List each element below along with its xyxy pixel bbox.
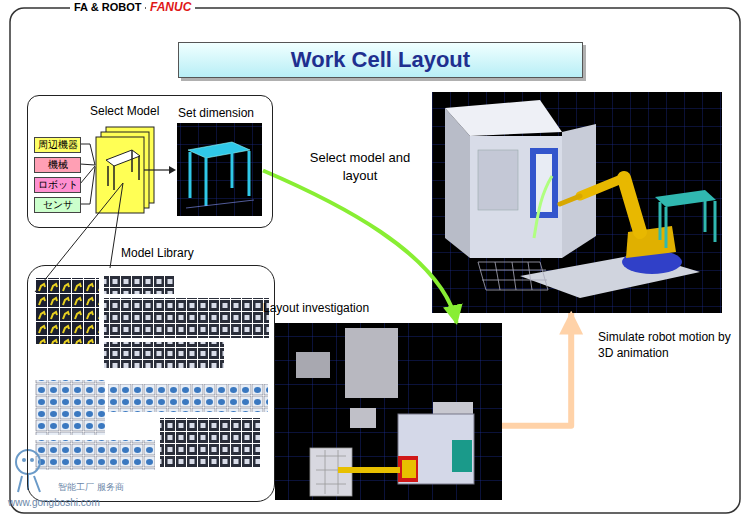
category-box: 周辺機器 [34, 137, 81, 153]
library-thumbnails [35, 278, 99, 344]
category-label: 機械 [35, 158, 80, 172]
watermark-logo [30, 458, 34, 462]
category-box: センサ [34, 197, 81, 213]
simulation-image [432, 92, 722, 313]
simulation-image: Simulate robot motion by 3D animation [432, 92, 722, 313]
simulation-image [530, 148, 558, 218]
watermark-logo [22, 458, 26, 462]
set-dimension-image [177, 123, 262, 216]
model-cards [108, 150, 139, 190]
layout-image [350, 408, 376, 428]
library-thumbnails [108, 384, 268, 412]
outer-frame [10, 8, 740, 513]
image-heading: Set dimension [178, 106, 278, 120]
category-label: センサ [35, 198, 80, 212]
library-thumbnails [35, 440, 155, 470]
set-dimension-image [177, 123, 262, 216]
library-thumbnails [104, 298, 269, 338]
image-heading: Layout investigation [263, 301, 403, 315]
panel-heading: Select Model [90, 104, 190, 118]
layout-image [296, 352, 330, 378]
image-caption: Simulate robot motion by 3D animation [598, 330, 733, 361]
category-leaders [144, 169, 172, 170]
category-leaders [80, 144, 176, 204]
model-library-panel: Model Library [27, 265, 275, 502]
simulation-image [624, 178, 640, 232]
category-label: ロボット [35, 178, 80, 192]
select-model-panel: Select ModelSet dimension 周辺機器機械ロボットセンサ [27, 95, 273, 228]
layout-image [398, 414, 474, 484]
library-thumbnails [104, 276, 174, 294]
set-dimension-image [188, 142, 250, 158]
layout-image [275, 323, 502, 500]
library-leaders [35, 183, 123, 292]
layout-image [452, 440, 472, 472]
layout-image [275, 323, 502, 500]
category-box: 機械 [34, 157, 81, 173]
watermark-logo [18, 474, 40, 492]
edge-label: Select model and layout [306, 148, 414, 185]
simulation-image [445, 100, 562, 136]
simulation-image [560, 196, 580, 204]
category-box: ロボット [34, 177, 81, 193]
model-cards [106, 150, 140, 166]
dimension-image: Set dimension [178, 124, 263, 217]
simulation-image [470, 136, 562, 258]
library-leaders [35, 183, 123, 292]
flow-arrow [263, 171, 457, 324]
outer-frame [10, 8, 740, 513]
panel-heading: Model Library [121, 246, 231, 260]
category-leaders [80, 144, 95, 204]
layout-image [345, 328, 398, 398]
set-dimension-image [190, 144, 249, 206]
category-leaders [169, 166, 176, 174]
library-thumbnails [160, 418, 260, 468]
header-text: FANUC [146, 1, 195, 14]
set-dimension-image [186, 200, 254, 208]
simulation-image [534, 176, 552, 238]
layout-image: Layout investigation [275, 323, 502, 500]
flow-arrow [502, 313, 571, 426]
library-thumbnails [104, 342, 224, 368]
header-text: FA & ROBOT [70, 1, 145, 14]
simulation-image [655, 190, 716, 207]
simulation-image [432, 92, 722, 313]
layout-image [398, 456, 418, 482]
simulation-image [478, 150, 518, 210]
layout-image [338, 467, 400, 473]
title-banner: Work Cell Layout [178, 42, 583, 78]
simulation-image [660, 192, 715, 248]
category-label: 周辺機器 [35, 138, 80, 152]
watermark-logo [16, 450, 40, 492]
layout-image [402, 460, 416, 478]
watermark-logo [16, 450, 40, 474]
watermark-text: www.gongboshi.com [8, 497, 100, 509]
library-thumbnails [35, 380, 105, 435]
library-thumbnails [35, 276, 269, 470]
simulation-image [478, 262, 548, 290]
watermark-text: 智能工厂 服务商 [58, 482, 124, 493]
simulation-image [580, 178, 624, 196]
